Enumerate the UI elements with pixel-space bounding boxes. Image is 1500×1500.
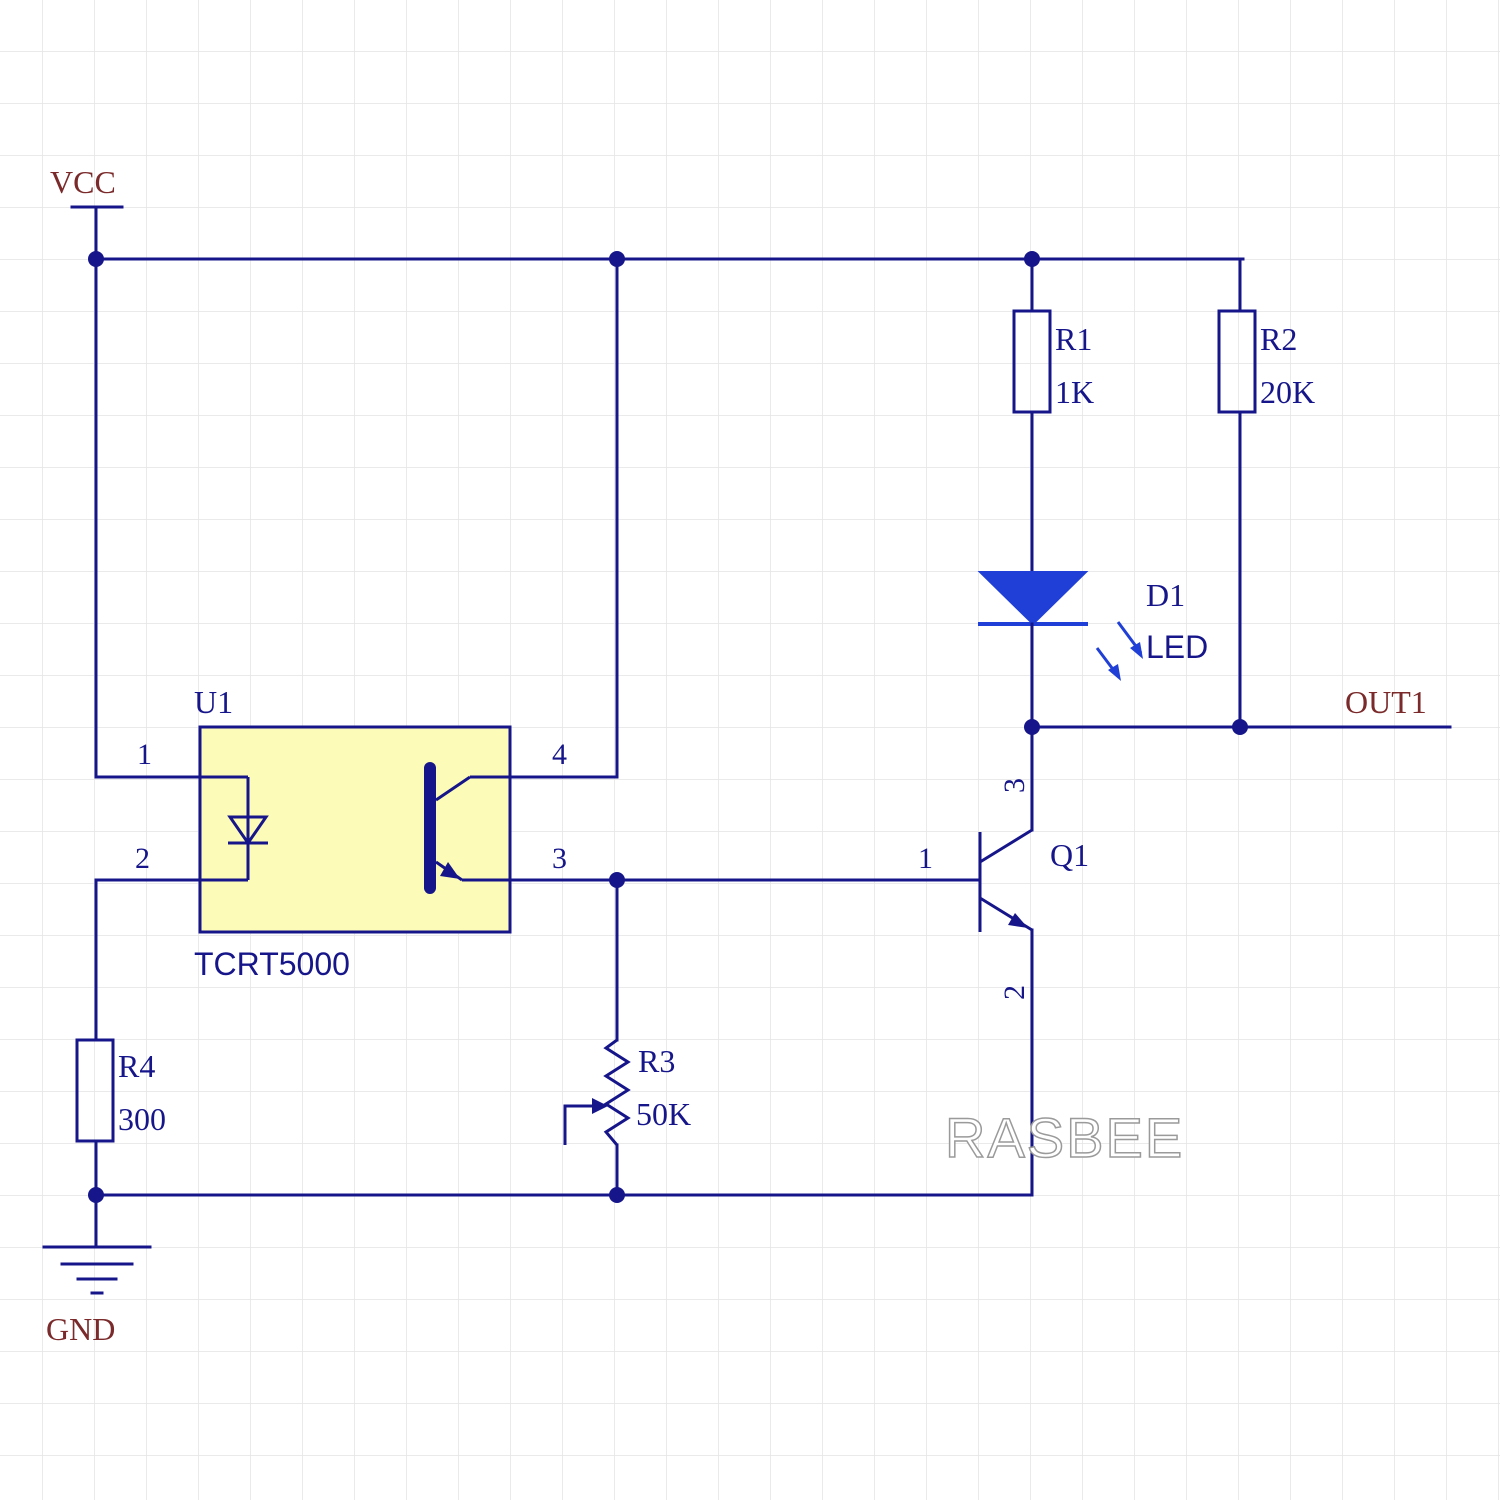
d1-led [977, 571, 1143, 729]
r2-resistor [1217, 309, 1257, 414]
r1-value: 1K [1055, 374, 1094, 410]
junction-out-r2 [1232, 719, 1248, 735]
junction-vcc-u1 [609, 251, 625, 267]
r1-resistor [1012, 309, 1052, 414]
q1-pin-collector: 3 [998, 778, 1031, 793]
junction-out-collector [1024, 719, 1040, 735]
u1-pin-2: 2 [135, 842, 150, 875]
r3-designator: R3 [638, 1043, 675, 1079]
junction-vcc-left [88, 251, 104, 267]
gnd-rail [94, 928, 1034, 1197]
q1-pin-base: 1 [918, 842, 933, 875]
u1-part-name: TCRT5000 [194, 946, 350, 982]
vcc-label: VCC [50, 164, 116, 200]
junction-base-r3 [609, 872, 625, 888]
watermark-logo: RASBEE [945, 1106, 1184, 1169]
r3-value: 50K [636, 1096, 691, 1132]
u1-designator: U1 [194, 684, 233, 720]
r4-value: 300 [118, 1101, 166, 1137]
r4-designator: R4 [118, 1048, 155, 1084]
r4-resistor [75, 1038, 115, 1143]
u1-tcrt5000 [198, 725, 512, 934]
q1-designator: Q1 [1050, 837, 1089, 873]
r1-designator: R1 [1055, 321, 1092, 357]
u1-pin-1: 1 [137, 738, 152, 771]
q1-transistor [978, 828, 1033, 932]
out-label: OUT1 [1345, 684, 1427, 720]
d1-designator: D1 [1146, 577, 1185, 613]
u1-pin-3: 3 [552, 842, 567, 875]
vcc-rail [94, 257, 1245, 779]
base-net [508, 878, 982, 1197]
r3-potentiometer [563, 1038, 631, 1146]
u1-pin-4: 4 [552, 738, 567, 771]
vcc-port [70, 205, 124, 261]
r2-designator: R2 [1260, 321, 1297, 357]
junction-vcc-r1 [1024, 251, 1040, 267]
junction-gnd-r3 [609, 1187, 625, 1203]
r2-value: 20K [1260, 374, 1315, 410]
d1-type: LED [1146, 629, 1208, 665]
junction-gnd-left [88, 1187, 104, 1203]
q1-pin-emitter: 2 [998, 985, 1031, 1000]
gnd-label: GND [46, 1311, 115, 1347]
junction-dots [88, 251, 1248, 1203]
gnd-port [42, 1245, 152, 1295]
